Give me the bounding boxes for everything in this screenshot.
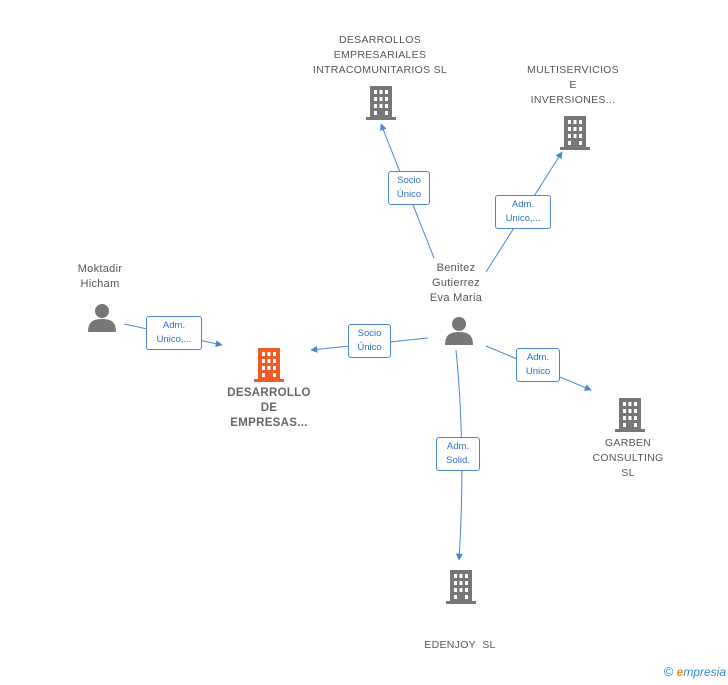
- node-label-line: Eva Maria: [429, 292, 483, 304]
- node-label-line: Moktadir: [77, 263, 123, 275]
- building-icon[interactable]: [615, 396, 645, 432]
- node-label-line: Hicham: [80, 278, 120, 290]
- node-label-desarrollos-intra[interactable]: DESARROLLOS EMPRESARIALES INTRACOMUNITAR…: [290, 33, 470, 78]
- edge-label-adm-unico[interactable]: Adm. Unico,...: [495, 195, 551, 229]
- edge-label-line: Adm.: [526, 352, 550, 363]
- node-label-line: DESARROLLOS: [338, 34, 422, 46]
- person-icon[interactable]: [444, 315, 474, 345]
- node-label-multiservicios[interactable]: MULTISERVICIOS E INVERSIONES...: [503, 63, 643, 108]
- node-label-desarrollo-focus[interactable]: DESARROLLO DE EMPRESAS...: [209, 386, 329, 431]
- building-icon[interactable]: [366, 84, 396, 120]
- edge-label-line: Unico,...: [156, 334, 192, 345]
- node-label-line: DE: [260, 402, 278, 414]
- edge-label-adm-unico[interactable]: Adm. Unico,...: [146, 316, 202, 350]
- node-label-benitez[interactable]: Benitez Gutierrez Eva Maria: [406, 261, 506, 306]
- edge-label-line: Único: [396, 189, 422, 200]
- node-label-line: INTRACOMUNITARIOS SL: [312, 64, 448, 76]
- edge-label-line: Socio: [397, 175, 421, 186]
- node-label-line: CONSULTING: [592, 452, 664, 464]
- node-label-line: Gutierrez: [432, 277, 480, 289]
- node-label-edenjoy[interactable]: EDENJOY SL: [400, 608, 520, 668]
- edge-label-line: Adm.: [162, 320, 186, 331]
- edge-label-line: Unico: [525, 366, 551, 377]
- node-label-line: E: [569, 79, 577, 91]
- brand-logo-text: mpresia: [683, 665, 726, 679]
- node-label-line: EDENJOY SL: [424, 639, 496, 651]
- edge-label-line: Solid.: [446, 455, 470, 466]
- node-label-line: Benitez: [436, 262, 476, 274]
- edge-label-line: Unico,...: [505, 213, 541, 224]
- node-label-garben[interactable]: GARBEN CONSULTING SL: [578, 436, 678, 481]
- edge-label-line: Adm.: [511, 199, 535, 210]
- copyright-icon: ©: [663, 664, 674, 679]
- edge-label-line: Socio: [357, 328, 382, 339]
- edge-label-line: Adm.: [446, 441, 470, 452]
- node-label-line: INVERSIONES...: [530, 94, 616, 106]
- edge-label-adm-unico[interactable]: Adm. Unico: [516, 348, 560, 382]
- node-label-line: DESARROLLO: [227, 387, 311, 399]
- node-label-line: EMPRESARIALES: [333, 49, 427, 61]
- edge-label-socio-unico[interactable]: Socio Único: [388, 171, 430, 205]
- building-icon[interactable]: [446, 568, 476, 604]
- node-label-moktadir[interactable]: Moktadir Hicham: [50, 262, 150, 292]
- building-icon[interactable]: [254, 346, 284, 382]
- node-label-line: MULTISERVICIOS: [527, 64, 619, 76]
- brand-logo: © empresia: [664, 664, 726, 679]
- edge-label-line: Único: [357, 342, 382, 353]
- person-icon[interactable]: [87, 302, 117, 332]
- node-label-line: EMPRESAS...: [230, 417, 308, 429]
- building-icon[interactable]: [560, 114, 590, 150]
- edge-label-adm-solid[interactable]: Adm. Solid.: [436, 437, 480, 471]
- brand-logo-e: e: [676, 665, 684, 679]
- edge-label-socio-unico[interactable]: Socio Único: [348, 324, 391, 358]
- node-label-line: GARBEN: [604, 437, 652, 449]
- node-label-line: SL: [621, 467, 635, 479]
